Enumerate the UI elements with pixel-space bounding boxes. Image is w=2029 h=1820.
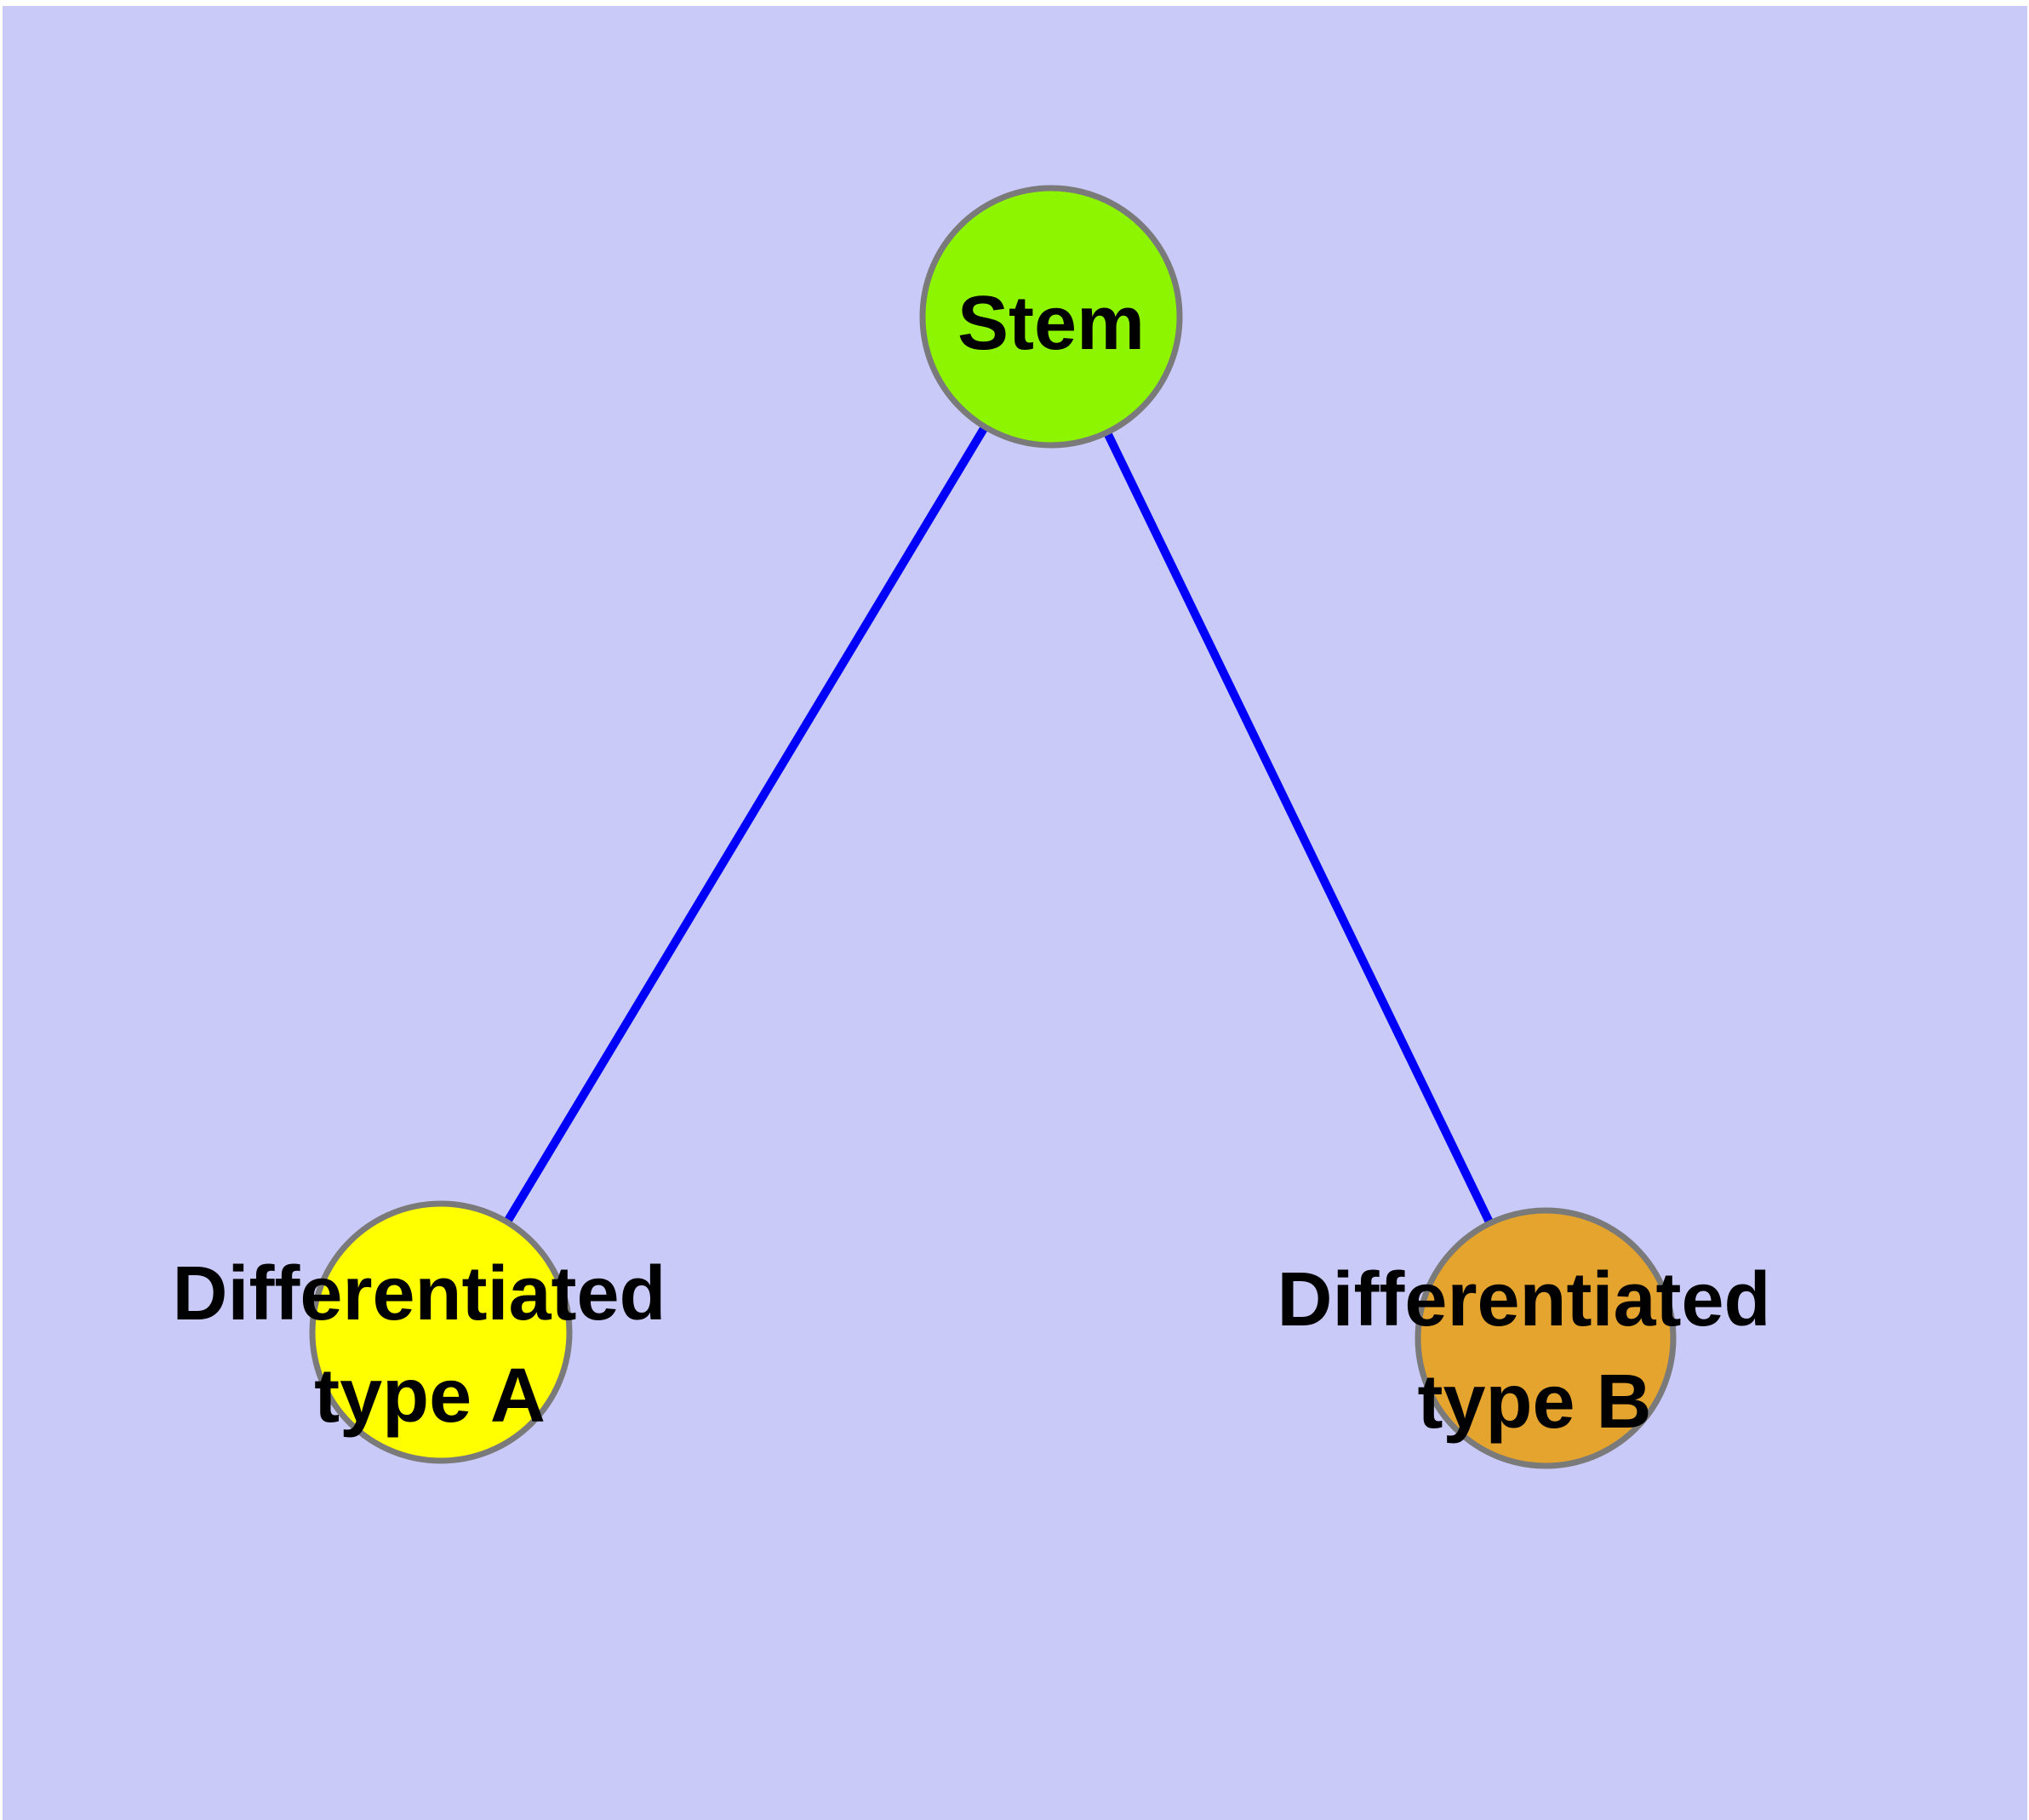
node-differentiated-type-a-label: Differentiated type A [172, 1251, 687, 1439]
node-differentiated-type-a-label-line2: type A [314, 1354, 546, 1439]
edge-stem-to-type-b [1047, 314, 1550, 1341]
node-stem-circle [919, 185, 1183, 449]
node-differentiated-type-a-label-line1: Differentiated [172, 1251, 666, 1336]
node-differentiated-type-b-label-line2: type B [1417, 1359, 1651, 1445]
node-stem-label: Stem [957, 281, 1145, 366]
node-differentiated-type-a-circle [309, 1200, 573, 1464]
edge-stem-to-type-a [437, 314, 1055, 1335]
node-differentiated-type-b-circle [1415, 1207, 1677, 1469]
node-differentiated-type-b-label-line1: Differentiated [1277, 1257, 1770, 1342]
node-differentiated-type-b-label: Differentiated type B [1277, 1257, 1792, 1445]
